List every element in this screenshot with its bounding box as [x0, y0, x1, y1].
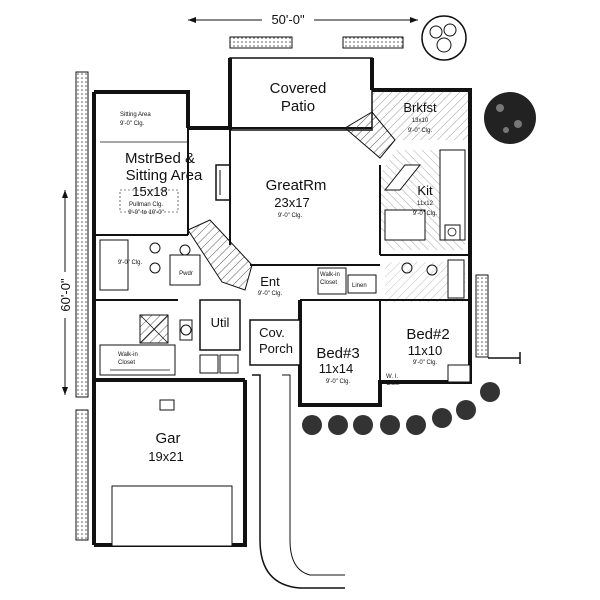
tree-icon [421, 15, 467, 61]
large-shrub-icon [484, 92, 536, 144]
depth-dimension: 60'-0" [55, 190, 75, 395]
walkin-master-line2: Closet [118, 360, 135, 366]
planter-small-left [75, 409, 89, 541]
gar-name: Gar [155, 430, 180, 447]
utility-room: Util [199, 299, 241, 374]
shrub-row-icon [302, 382, 500, 435]
bed3-size: 11x14 [319, 361, 353, 376]
master-bath: 9'-0" Clg. [94, 239, 178, 344]
cov-porch-line2: Porch [259, 341, 293, 356]
kitchen: Kit 11x12 9'-0" Clg. [379, 149, 470, 256]
bedroom-3: Walk-in Closet Linen Bed#3 11x14 9'-0" C… [300, 267, 381, 385]
planter-right [475, 274, 489, 358]
kit-note: 9'-0" Clg. [413, 211, 438, 217]
bath-note: 9'-0" Clg. [118, 260, 143, 266]
gar-size: 19x21 [148, 449, 183, 464]
covered-patio-line1: Covered [270, 80, 327, 97]
hose-bib-icon [488, 352, 521, 364]
walkin-bed3-line2: Closet [320, 280, 337, 286]
width-dimension: 50'-0" [188, 10, 418, 28]
master-walkin-closet: Walk-in Closet [99, 319, 193, 376]
greatrm-size: 23x17 [274, 195, 309, 210]
covered-patio-line2: Patio [281, 98, 315, 115]
bed2-note: 9'-0" Clg. [413, 360, 438, 366]
wi-clos-line2: Clos. [386, 381, 400, 387]
fireplace-icon [215, 164, 231, 201]
master-note2: 9'-0" to 10'-0" [128, 210, 164, 216]
brkfst-size: 13x10 [412, 118, 429, 124]
bed2-name: Bed#2 [406, 326, 449, 343]
sitting-area-note-line2: 9'-0" Clg. [120, 121, 145, 127]
ent-note: 9'-0" Clg. [258, 291, 283, 297]
entry-hall: Ent 9'-0" Clg. [187, 219, 283, 297]
master-line1: MstrBed & [125, 150, 195, 167]
brkfst-name: Brkfst [403, 100, 437, 115]
wi-clos-line1: W. I. [386, 374, 398, 380]
master-note1: Pullman Clg. [129, 202, 163, 208]
kit-size: 11x12 [417, 201, 434, 207]
bedroom-2: W. I. Clos. Bed#2 11x10 9'-0" Clg. [386, 326, 471, 387]
pwdr-name: Pwdr [179, 271, 193, 277]
covered-porch: Cov. Porch [249, 319, 301, 366]
ent-name: Ent [260, 274, 280, 289]
planter-top-left [229, 36, 293, 49]
brkfst-note: 9'-0" Clg. [408, 128, 433, 134]
greatrm-note: 9'-0" Clg. [278, 213, 303, 219]
powder-room: Pwdr [169, 244, 201, 286]
width-dimension-label: 50'-0" [271, 12, 305, 27]
bed3-note: 9'-0" Clg. [326, 379, 351, 385]
walkin-master-line1: Walk-in [118, 352, 138, 358]
cov-porch-line1: Cov. [259, 325, 285, 340]
util-name: Util [211, 315, 230, 330]
depth-dimension-label: 60'-0" [58, 278, 73, 312]
master-bedroom: Sitting Area 9'-0" Clg. MstrBed & Sittin… [94, 112, 203, 236]
master-size: 15x18 [132, 184, 167, 199]
covered-patio: Covered Patio [228, 57, 374, 131]
bath-2 [380, 259, 470, 302]
kit-name: Kit [417, 183, 433, 198]
planter-left [75, 71, 89, 398]
sitting-area-note-line1: Sitting Area [120, 112, 151, 118]
linen-name: Linen [352, 283, 367, 289]
front-walkway [252, 374, 345, 589]
great-room: GreatRm 23x17 9'-0" Clg. [229, 128, 380, 266]
bed2-size: 11x10 [408, 343, 442, 358]
breakfast-room: Brkfst 13x10 9'-0" Clg. [344, 90, 470, 159]
bed3-name: Bed#3 [316, 345, 359, 362]
walkin-bed3-line1: Walk-in [320, 272, 340, 278]
garage: Gar 19x21 [94, 378, 245, 547]
planter-top-right [342, 36, 404, 49]
greatrm-name: GreatRm [266, 177, 327, 194]
master-line2: Sitting Area [126, 167, 203, 184]
